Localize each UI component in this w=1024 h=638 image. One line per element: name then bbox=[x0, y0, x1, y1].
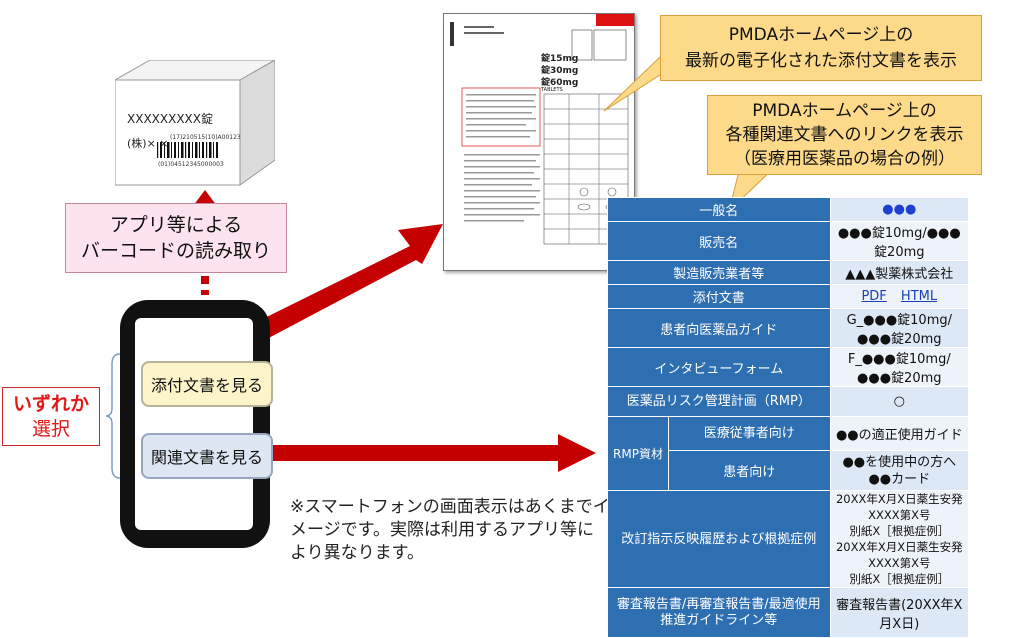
package-insert-document: 錠15mg 錠30mg 錠60mg TABLETS bbox=[443, 13, 635, 271]
view-attached-document-button[interactable]: 添付文書を見る bbox=[141, 361, 273, 407]
related-docs-callout: PMDAホームページ上の 各種関連文書へのリンクを表示 （医療用医薬品の場合の例… bbox=[707, 95, 982, 175]
rmp-patient-links: ●●を使用中の方へ ●●カード bbox=[829, 450, 970, 491]
document-dose-2: 錠30mg bbox=[541, 66, 579, 76]
pdf-link[interactable]: PDF bbox=[861, 289, 887, 304]
revision-link-2[interactable]: 20XX年X月X日薬生安発XXXX第X号 bbox=[835, 540, 963, 570]
view-related-documents-button[interactable]: 関連文書を見る bbox=[141, 433, 273, 479]
brand-name-header: 販売名 bbox=[607, 221, 831, 261]
review-report-link[interactable]: 審査報告書(20XX年X月X日) bbox=[829, 587, 970, 638]
brace bbox=[105, 353, 121, 479]
generic-name-value: ●●● bbox=[829, 197, 970, 222]
document-body-lines bbox=[450, 22, 629, 245]
arrow-to-table bbox=[268, 434, 596, 472]
rmp-value[interactable]: ○ bbox=[829, 386, 970, 417]
manufacturer-value: ▲▲▲製薬株式会社 bbox=[829, 260, 970, 285]
rmp-patient-header: 患者向け bbox=[668, 450, 831, 491]
patient-guide-link[interactable]: G_●●●錠10mg/●●●錠20mg bbox=[829, 308, 970, 348]
interview-form-link[interactable]: F_●●●錠10mg/●●●錠20mg bbox=[829, 347, 970, 387]
latest-pi-callout: PMDAホームページ上の 最新の電子化された添付文書を表示 bbox=[660, 15, 982, 81]
rmp-hcp-link[interactable]: ●●の適正使用ガイド bbox=[829, 416, 970, 451]
revision-history-links: 20XX年X月X日薬生安発XXXX第X号 別紙X［根拠症例］ 20XX年X月X日… bbox=[829, 490, 970, 588]
choose-either-label: いずれか 選択 bbox=[2, 387, 100, 446]
document-dose-1: 錠15mg bbox=[541, 54, 579, 64]
disclaimer-note: ※スマートフォンの画面表示はあくまでイメージです。実際は利用するアプリ等により異… bbox=[290, 497, 610, 563]
rmp-patient-link-2[interactable]: ●●カード bbox=[868, 471, 931, 487]
revision-link-1-appendix[interactable]: 別紙X［根拠症例］ bbox=[849, 524, 950, 538]
revision-link-1[interactable]: 20XX年X月X日薬生安発XXXX第X号 bbox=[835, 492, 963, 522]
interview-form-header: インタビューフォーム bbox=[607, 347, 831, 387]
brand-name-value: ●●●錠10mg/●●●錠20mg bbox=[829, 221, 970, 261]
rmp-hcp-header: 医療従事者向け bbox=[668, 416, 831, 451]
package-insert-header: 添付文書 bbox=[607, 284, 831, 309]
package-barcode-bottom: (01)04512345000003 bbox=[158, 161, 224, 168]
review-report-header: 審査報告書/再審査報告書/最適使用推進ガイドライン等 bbox=[607, 587, 831, 638]
patient-guide-header: 患者向医薬品ガイド bbox=[607, 308, 831, 348]
barcode-read-label: アプリ等による バーコードの読み取り bbox=[65, 203, 287, 273]
medicine-package bbox=[115, 60, 275, 186]
rmp-materials-header: RMP資材 bbox=[607, 416, 669, 491]
document-dose-3: 錠60mg bbox=[541, 78, 579, 88]
rmp-patient-link-1[interactable]: ●●を使用中の方へ bbox=[842, 454, 957, 470]
manufacturer-header: 製造販売業者等 bbox=[607, 260, 831, 285]
package-maker: (株)× × bbox=[127, 137, 169, 150]
package-insert-links: PDF HTML bbox=[829, 284, 970, 309]
smartphone-screen bbox=[135, 318, 253, 530]
html-link[interactable]: HTML bbox=[900, 289, 938, 304]
generic-name-header: 一般名 bbox=[607, 197, 831, 222]
package-product-name: XXXXXXXXX錠 bbox=[127, 112, 213, 126]
related-documents-table: 一般名 ●●● 販売名 ●●●錠10mg/●●●錠20mg 製造販売業者等 ▲▲… bbox=[607, 197, 970, 638]
revision-link-2-appendix[interactable]: 別紙X［根拠症例］ bbox=[849, 572, 950, 586]
package-barcode-top: (17)210515(10)A00123 bbox=[170, 134, 241, 141]
barcode-icon bbox=[157, 142, 218, 158]
document-red-tab bbox=[596, 14, 634, 26]
document-subtitle: TABLETS bbox=[541, 87, 563, 93]
rmp-header: 医薬品リスク管理計画（RMP） bbox=[607, 386, 831, 417]
revision-history-header: 改訂指示反映履歴および根拠症例 bbox=[607, 490, 831, 588]
